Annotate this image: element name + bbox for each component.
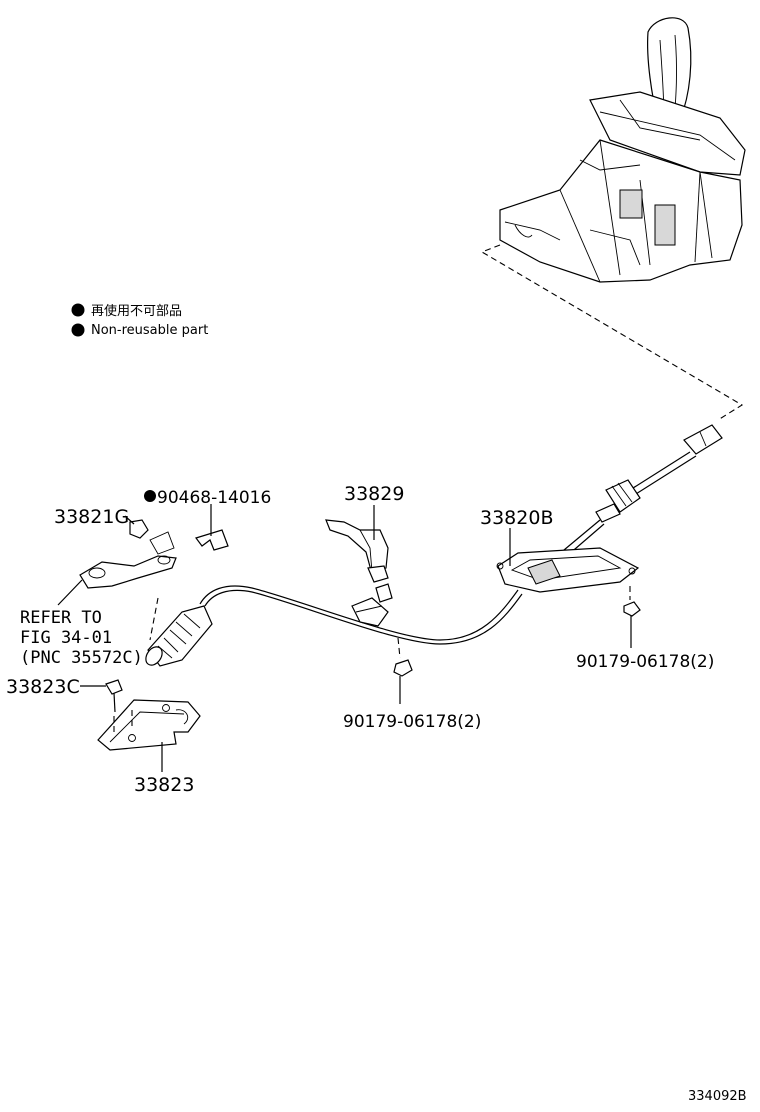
figure-id: 334092B	[688, 1089, 747, 1104]
part-label-33820B: 33820B	[480, 507, 553, 529]
part-label-33821G: 33821G	[54, 506, 129, 528]
reference-note: REFER TO FIG 34-01 (PNC 35572C)	[20, 608, 143, 668]
legend-label-en: Non-reusable part	[91, 323, 208, 338]
non-reusable-marker-icon	[71, 323, 85, 337]
part-label-90179-center: 90179-06178(2)	[343, 712, 481, 732]
part-label-90468-14016: 90468-14016	[157, 488, 271, 508]
reference-line-2: FIG 34-01	[20, 628, 112, 648]
reference-line-3: (PNC 35572C)	[20, 648, 143, 668]
part-label-90179-right: 90179-06178(2)	[576, 652, 714, 672]
legend: 再使用不可部品 Non-reusable part	[71, 303, 208, 338]
legend-label-ja: 再使用不可部品	[91, 303, 182, 319]
part-label-33823C: 33823C	[6, 676, 80, 698]
reference-line-1: REFER TO	[20, 608, 102, 628]
part-label-33823: 33823	[134, 774, 194, 796]
non-reusable-marker-icon	[71, 303, 85, 317]
nut-90179-illustrations	[393, 586, 641, 677]
shift-cable-illustration	[145, 424, 723, 667]
shift-lever-assembly-illustration	[499, 17, 746, 283]
assembly-guide-line	[480, 244, 744, 421]
leader-lines	[57, 504, 632, 772]
bracket-33829-illustration	[325, 519, 389, 583]
part-label-33829: 33829	[344, 483, 404, 505]
bracket-33823-illustration	[97, 679, 201, 751]
non-reusable-marker-icon	[144, 490, 156, 502]
transmission-lever-illustration	[79, 519, 229, 641]
